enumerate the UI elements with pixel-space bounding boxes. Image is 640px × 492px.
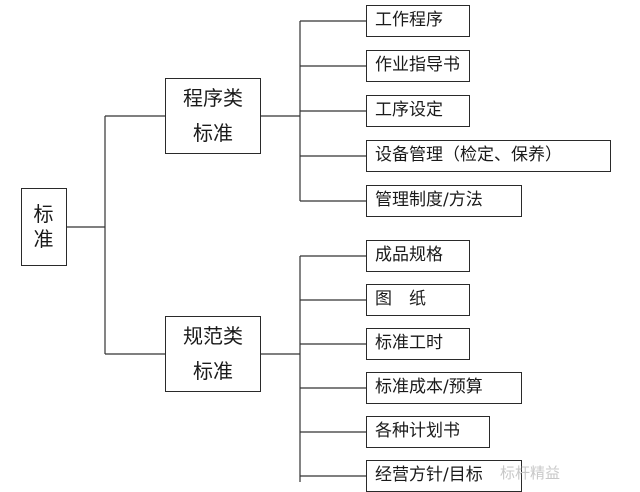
leaf-node: 图 纸 <box>366 284 470 316</box>
leaf-node: 设备管理（检定、保养） <box>366 140 611 172</box>
watermark: 标杆精益 <box>500 464 561 482</box>
leaf-label: 图 纸 <box>375 289 426 310</box>
group-label-line2: 标准 <box>193 359 233 383</box>
leaf-label: 标准成本/预算 <box>375 377 483 398</box>
leaf-label: 工序设定 <box>375 100 443 121</box>
diagram-canvas: 标 准 程序类 标准 规范类 标准 工作程序 作业指导书 工序设定 设备管理（检… <box>21 5 611 492</box>
group-node-procedure: 程序类 标准 <box>165 78 261 154</box>
leaf-node: 标准成本/预算 <box>366 372 522 404</box>
root-node: 标 准 <box>21 188 67 266</box>
leaf-node: 标准工时 <box>366 328 470 360</box>
leaf-label: 各种计划书 <box>375 421 460 442</box>
leaf-node: 管理制度/方法 <box>366 185 522 217</box>
leaf-node: 工序设定 <box>366 95 470 127</box>
leaf-label: 工作程序 <box>375 10 443 31</box>
leaf-node: 工作程序 <box>366 5 470 37</box>
leaf-label: 标准工时 <box>375 333 443 354</box>
connector-lines <box>67 20 366 482</box>
root-label-line1: 标 <box>33 202 55 226</box>
group-label-line1: 程序类 <box>183 86 243 110</box>
group-label-line1: 规范类 <box>183 324 243 348</box>
leaf-label: 设备管理（检定、保养） <box>375 145 562 166</box>
leaf-node: 经营方针/目标 <box>366 460 522 492</box>
leaf-label: 成品规格 <box>375 245 443 266</box>
leaf-label: 经营方针/目标 <box>375 465 483 485</box>
group-node-specification: 规范类 标准 <box>165 316 261 392</box>
leaf-node: 成品规格 <box>366 240 470 272</box>
leaf-label: 管理制度/方法 <box>375 190 483 211</box>
leaf-node: 作业指导书 <box>366 50 470 82</box>
group-label-line2: 标准 <box>193 121 233 145</box>
leaf-label: 作业指导书 <box>375 55 460 76</box>
leaf-node: 各种计划书 <box>366 416 490 448</box>
root-label-line2: 准 <box>33 227 55 251</box>
